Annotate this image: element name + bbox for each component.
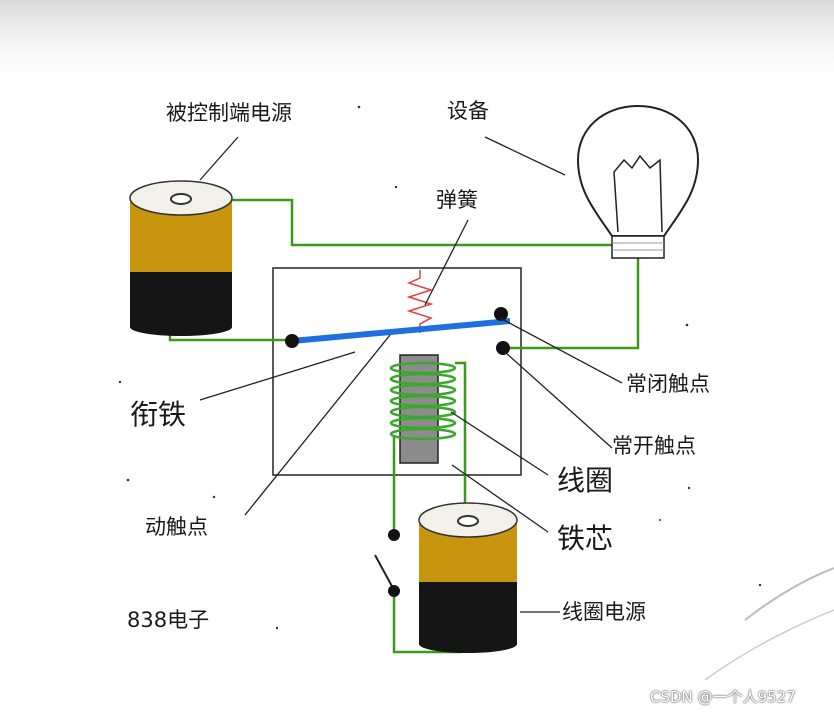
label-armature: 衔铁 xyxy=(130,398,187,431)
wire-power-to-lamp xyxy=(182,198,612,247)
relay-housing xyxy=(272,267,522,476)
wire-switch-bottom xyxy=(392,590,462,654)
label-brand: 838电子 xyxy=(127,608,210,632)
label-core: 铁芯 xyxy=(557,522,614,555)
corner-arc-2 xyxy=(704,609,834,681)
wires xyxy=(168,198,640,654)
switch-terminal-top xyxy=(388,529,400,541)
wire-coil-top xyxy=(455,361,467,512)
coil-power-battery xyxy=(418,502,518,653)
switch-terminal-bottom xyxy=(388,585,400,597)
lamp-device xyxy=(576,104,700,259)
label-moving-contact: 动触点 xyxy=(145,515,208,539)
switch-blade xyxy=(374,554,395,591)
coil-winding xyxy=(389,361,457,441)
watermark: CSDN @一个人9527 xyxy=(650,688,796,706)
nc-contact-point xyxy=(494,307,508,321)
armature-pivot xyxy=(285,334,299,348)
no-contact-point xyxy=(496,341,510,355)
top-shadow xyxy=(0,0,834,90)
label-no-contact: 常开触点 xyxy=(612,434,696,458)
label-nc-contact: 常闭触点 xyxy=(626,372,710,396)
label-coil-power: 线圈电源 xyxy=(562,600,646,624)
corner-arc xyxy=(744,567,834,621)
controlled-power-battery xyxy=(129,180,233,336)
label-spring: 弹簧 xyxy=(436,188,478,212)
wire-lamp-to-nc xyxy=(503,258,640,350)
label-coil: 线圈 xyxy=(557,464,614,497)
spring xyxy=(406,270,434,333)
label-device: 设备 xyxy=(447,99,489,123)
leader-lines xyxy=(199,136,623,613)
armature-bar xyxy=(291,318,511,344)
speckles xyxy=(118,105,762,630)
label-controlled-power: 被控制端电源 xyxy=(166,101,292,125)
